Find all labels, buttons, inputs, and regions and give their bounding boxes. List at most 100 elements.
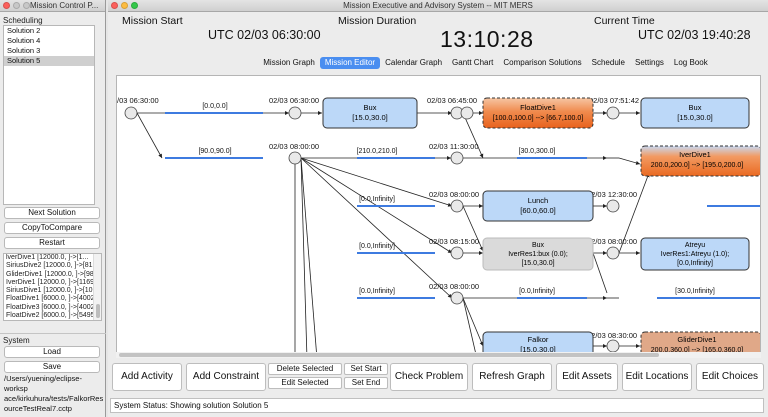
activity-iverdive1[interactable]: IverDive1 200.0,200.0] --> [195.0,200.0]	[640, 145, 761, 177]
activity-bux-gray[interactable]: Bux IverRes1:bux (0.0); [15.0,30.0]	[482, 237, 594, 271]
tab-calendar-graph[interactable]: Calendar Graph	[385, 58, 443, 67]
activity-lunch[interactable]: Lunch [60.0,60.0]	[482, 190, 594, 222]
save-button[interactable]: Save	[4, 361, 100, 373]
tab-schedule[interactable]: Schedule	[591, 58, 625, 67]
solution-item[interactable]: Solution 2	[7, 26, 41, 35]
time-labels: /03 06:30:00 02/03 06:30:00 02/03 06:45:…	[117, 96, 639, 340]
tab-mission-editor[interactable]: Mission Editor	[319, 57, 381, 69]
path-line: ourceTestReal7.cctp	[4, 404, 72, 413]
mission-graph-svg[interactable]: /03 06:30:00 02/03 06:30:00 02/03 06:45:…	[117, 76, 761, 358]
edge-labels: [0.0,0.0] [90.0,90.0] [210.0,210.0] [30.…	[198, 103, 714, 295]
add-constraint-button[interactable]: Add Constraint	[186, 363, 266, 391]
activity-bux-2[interactable]: Bux [15.0,30.0]	[640, 97, 750, 129]
solution-log-list[interactable]: lverDive1 [12000.0, ]->[1... SiriusDive2…	[3, 253, 102, 321]
minimize-button[interactable]	[13, 2, 20, 9]
scrollbar-thumb[interactable]	[119, 353, 659, 357]
activity-bux-1[interactable]: Bux [15.0,30.0]	[322, 97, 418, 129]
graph-edges	[136, 111, 650, 357]
edge-label: [210.0,210.0]	[357, 148, 398, 155]
main-titlebar: Mission Executive and Advisory System --…	[108, 0, 768, 12]
activity-atreyu[interactable]: Atreyu IverRes1:Atreyu (1.0); [0.0,Infin…	[640, 237, 750, 271]
system-label: System	[3, 336, 30, 345]
action-button-bar: Add Activity Add Constraint Delete Selec…	[108, 363, 768, 395]
time-label: 02/03 08:30:00	[587, 331, 637, 340]
graph-node[interactable]	[606, 339, 620, 353]
edit-choices-button[interactable]: Edit Choices	[696, 363, 764, 391]
graph-node[interactable]	[450, 246, 464, 260]
activity-falkor[interactable]: Falkor [15.0,30.0]	[482, 331, 594, 358]
tab-mission-graph[interactable]: Mission Graph	[263, 58, 315, 67]
graph-node[interactable]	[288, 151, 302, 165]
zoom-button[interactable]	[131, 2, 138, 9]
solution-item[interactable]: Solution 4	[7, 36, 41, 45]
tab-settings[interactable]: Settings	[635, 58, 664, 67]
current-time-label: Current Time	[594, 15, 655, 27]
activity-range: 200.0,360.0] --> [165.0,360.0]	[651, 347, 743, 354]
activity-gliderdive1[interactable]: GliderDive1 200.0,360.0] --> [165.0,360.…	[640, 331, 761, 358]
log-scrollbar[interactable]	[93, 254, 101, 320]
activity-floatdive1[interactable]: FloatDive1 [100.0,100.0] --> [66.7,100.0…	[482, 97, 594, 129]
mission-graph-canvas[interactable]: /03 06:30:00 02/03 06:30:00 02/03 06:45:…	[116, 75, 761, 358]
graph-node[interactable]	[450, 199, 464, 213]
graph-node[interactable]	[124, 106, 138, 120]
edit-locations-button[interactable]: Edit Locations	[622, 363, 692, 391]
zoom-button[interactable]	[23, 2, 30, 9]
solution-list[interactable]: Solution 2 Solution 4 Solution 3 Solutio…	[3, 25, 95, 205]
tab-comparison-solutions[interactable]: Comparison Solutions	[503, 58, 582, 67]
graph-node[interactable]	[288, 106, 302, 120]
activity-name: Lunch	[528, 196, 548, 205]
close-button[interactable]	[3, 2, 10, 9]
mission-duration-label: Mission Duration	[338, 15, 417, 27]
graph-nodes[interactable]	[124, 106, 620, 353]
copy-to-compare-button[interactable]: CopyToCompare	[4, 222, 100, 234]
check-problem-button[interactable]: Check Problem	[390, 363, 468, 391]
tab-log-book[interactable]: Log Book	[673, 58, 708, 67]
activity-name: FloatDive1	[520, 103, 556, 112]
activity-range: 200.0,200.0] --> [195.0,200.0]	[651, 162, 743, 169]
minimize-button[interactable]	[121, 2, 128, 9]
graph-node[interactable]	[606, 199, 620, 213]
graph-node[interactable]	[450, 151, 464, 165]
edit-assets-button[interactable]: Edit Assets	[556, 363, 618, 391]
edge-label: [30.0,300.0]	[519, 148, 556, 155]
activity-resource: IverRes1:Atreyu (1.0);	[661, 251, 730, 258]
next-solution-button[interactable]: Next Solution	[4, 207, 100, 219]
graph-node[interactable]	[450, 291, 464, 305]
set-start-button[interactable]: Set Start	[344, 363, 388, 375]
edge-label: [0.0,Infinity]	[359, 243, 395, 250]
main-window-title: Mission Executive and Advisory System --…	[343, 1, 533, 10]
set-end-button[interactable]: Set End	[344, 377, 388, 389]
add-activity-button[interactable]: Add Activity	[112, 363, 182, 391]
restart-button[interactable]: Restart	[4, 237, 100, 249]
activity-range: [15.0,30.0]	[352, 113, 387, 122]
solution-item[interactable]: Solution 3	[7, 46, 41, 55]
graph-node[interactable]	[606, 246, 620, 260]
tab-gantt-chart[interactable]: Gantt Chart	[452, 58, 494, 67]
graph-node[interactable]	[606, 106, 620, 120]
load-button[interactable]: Load	[4, 346, 100, 358]
left-titlebar: Mission Control P...	[0, 0, 105, 12]
log-line: FloatDive3 [6000.0, ]->[4002.	[6, 303, 97, 311]
window-controls	[111, 2, 138, 9]
time-label: 02/03 08:00:00	[429, 190, 479, 199]
tab-bar: Mission Graph Mission Editor Calendar Gr…	[108, 57, 768, 69]
edge-label: [30.0,Infinity]	[675, 288, 715, 295]
left-window-title: Mission Control P...	[30, 1, 99, 10]
refresh-graph-button[interactable]: Refresh Graph	[472, 363, 552, 391]
time-label: 02/03 06:45:00	[427, 96, 477, 105]
edge-label: [0.0,Infinity]	[359, 288, 395, 295]
close-button[interactable]	[111, 2, 118, 9]
edit-selected-button[interactable]: Edit Selected	[268, 377, 342, 389]
delete-selected-button[interactable]: Delete Selected	[268, 363, 342, 375]
activity-range: [60.0,60.0]	[520, 206, 555, 215]
activity-range: [15.0,30.0]	[677, 113, 712, 122]
time-label: 02/03 08:00:00	[269, 142, 319, 151]
activity-name: Bux	[364, 103, 377, 112]
graph-node[interactable]	[460, 106, 474, 120]
graph-horizontal-scrollbar[interactable]	[116, 352, 761, 358]
solution-item-selected[interactable]: Solution 5	[4, 56, 94, 66]
log-line: SiriusDive2 [12000.0, ]->[819	[6, 262, 97, 270]
activity-name: GliderDive1	[677, 335, 716, 344]
edge-label: [0.0,0.0]	[202, 103, 227, 110]
window-controls	[3, 2, 30, 9]
